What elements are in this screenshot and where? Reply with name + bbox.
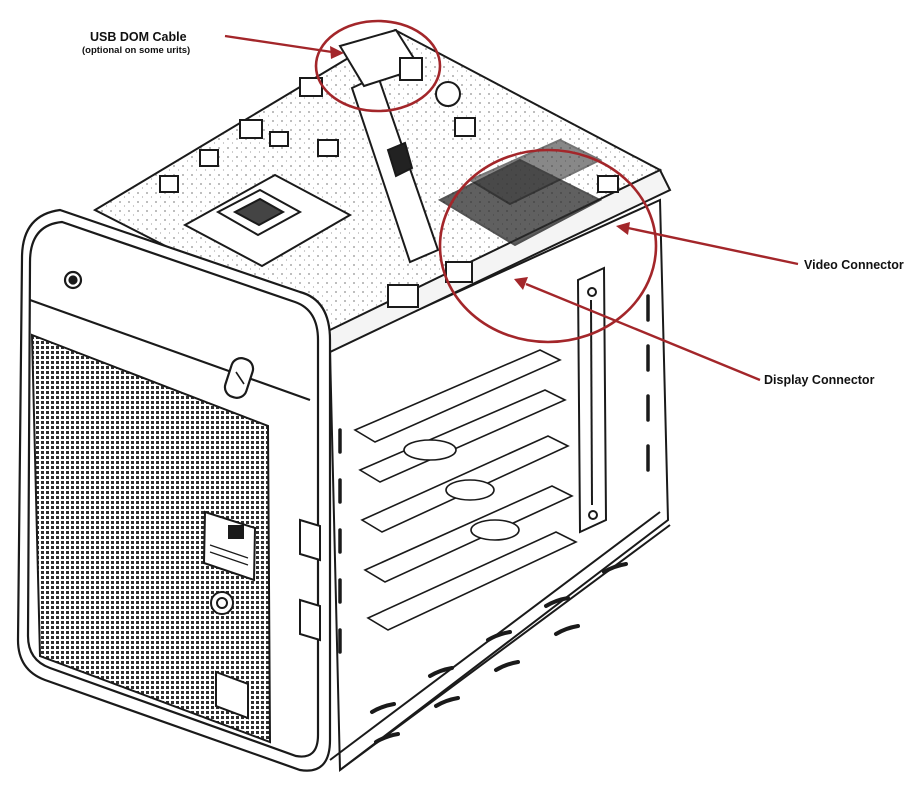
annotation-circles <box>314 19 658 344</box>
usb-dom-highlight-circle <box>314 19 442 113</box>
annotation-arrows <box>224 34 799 382</box>
bezel-hinges <box>299 518 321 642</box>
connector-highlight-circle <box>438 148 658 344</box>
video-connector-label: Video Connector <box>804 258 904 272</box>
side-post-slots <box>338 294 650 654</box>
usb-dom-ribbon-cable <box>338 28 440 264</box>
display-arrow-line <box>525 282 761 382</box>
front-panel-fixtures <box>202 510 257 720</box>
front-grille <box>30 333 272 744</box>
motherboard <box>92 28 663 332</box>
display-arrow-head <box>514 277 528 290</box>
bottom-rail-slots <box>370 562 628 744</box>
video-arrow-head <box>616 222 630 235</box>
drive-bays <box>353 349 578 631</box>
usb-dom-cable-note: (optional on some urits) <box>82 45 191 56</box>
usb-dom-cable-label: USB DOM Cable <box>90 30 187 44</box>
usb-arrow-head <box>330 46 344 59</box>
usb-arrow-line <box>224 34 333 54</box>
display-connector-label: Display Connector <box>764 373 875 387</box>
video-arrow-line <box>627 226 799 266</box>
